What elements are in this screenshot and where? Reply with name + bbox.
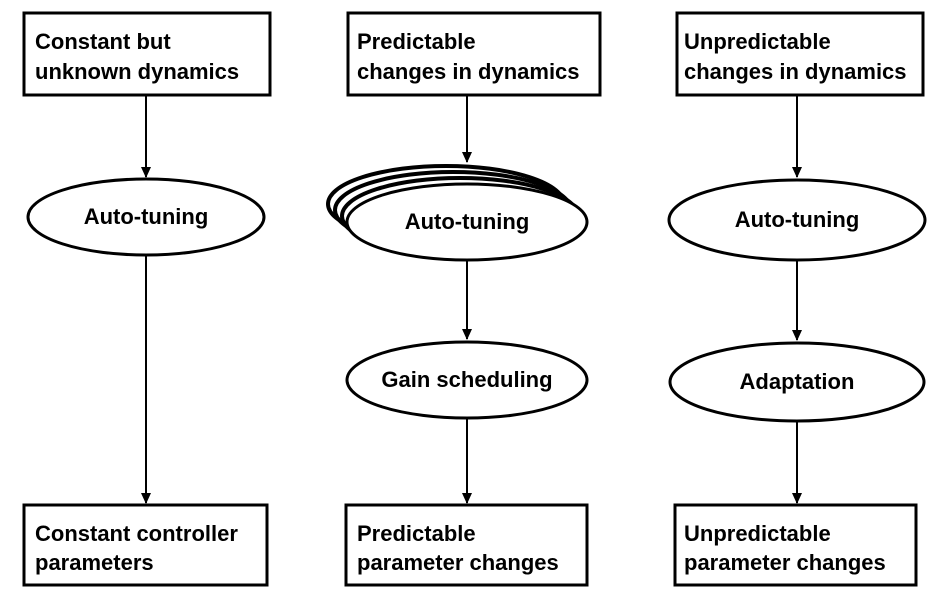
stacked-ovals-auto-tuning [326, 164, 589, 262]
box-constant-unknown-dynamics-line2: unknown dynamics [35, 59, 239, 84]
box-constant-controller-parameters-line1: Constant controller [35, 521, 238, 546]
box-unpredictable-changes-dynamics-line1: Unpredictable [684, 29, 831, 54]
box-constant-unknown-dynamics [22, 11, 272, 97]
box-constant-controller-parameters-line2: parameters [35, 550, 154, 575]
box-predictable-parameter-changes-line1: Predictable [357, 521, 476, 546]
box-unpredictable-changes-dynamics [675, 11, 925, 97]
box-unpredictable-changes-dynamics-line2: changes in dynamics [684, 59, 907, 84]
oval-auto-tuning-col1-label: Auto-tuning [84, 204, 209, 229]
oval-adaptation-label: Adaptation [740, 369, 855, 394]
column-unpredictable-dynamics: Unpredictable changes in dynamics Auto-t… [667, 11, 927, 587]
box-unpredictable-parameter-changes [673, 503, 918, 587]
oval-gain-scheduling-label: Gain scheduling [381, 367, 552, 392]
column-constant-dynamics: Constant but unknown dynamics Auto-tunin… [22, 11, 272, 587]
box-unpredictable-parameter-changes-line1: Unpredictable [684, 521, 831, 546]
oval-auto-tuning-col3-label: Auto-tuning [735, 207, 860, 232]
box-predictable-changes-dynamics-line1: Predictable [357, 29, 476, 54]
oval-auto-tuning-col2-label: Auto-tuning [405, 209, 530, 234]
column-predictable-dynamics: Predictable changes in dynamics Auto-tun… [326, 11, 602, 587]
box-unpredictable-parameter-changes-line2: parameter changes [684, 550, 886, 575]
box-predictable-parameter-changes [344, 503, 589, 587]
box-predictable-changes-dynamics [346, 11, 602, 97]
box-constant-controller-parameters [22, 503, 269, 587]
box-predictable-parameter-changes-line2: parameter changes [357, 550, 559, 575]
box-predictable-changes-dynamics-line2: changes in dynamics [357, 59, 580, 84]
box-constant-unknown-dynamics-line1: Constant but [35, 29, 171, 54]
